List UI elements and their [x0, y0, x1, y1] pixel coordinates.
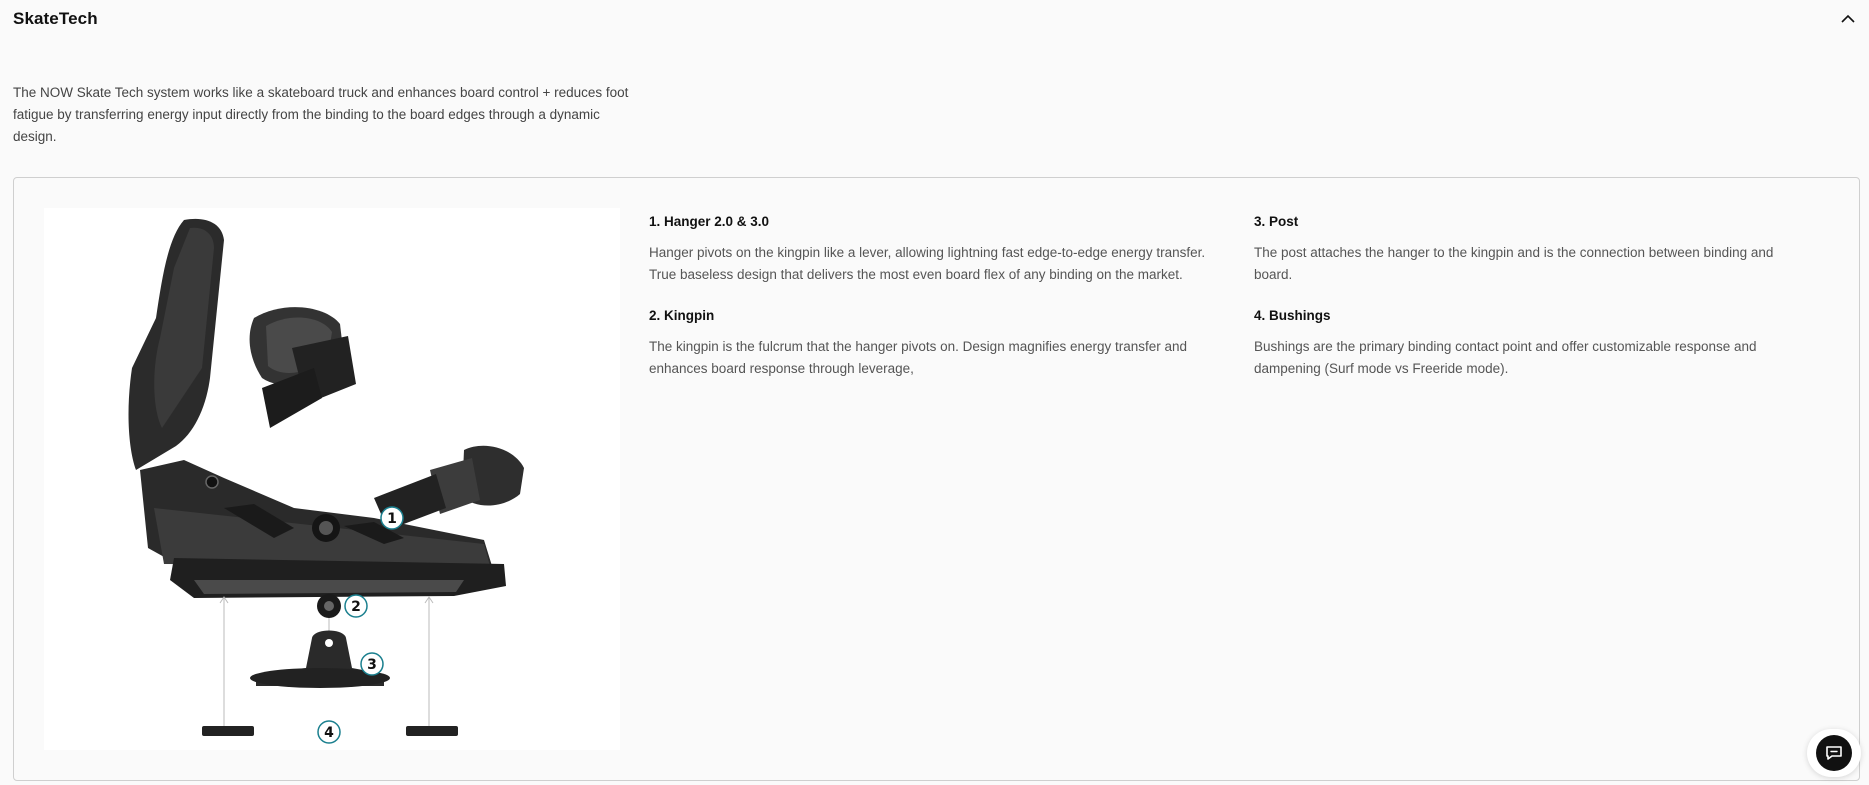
section-title: SkateTech — [13, 9, 98, 28]
binding-diagram-illustration: 1 2 3 4 — [128, 218, 524, 744]
skatetech-panel: 1 2 3 4 1. Hanger 2.0 & 3.0 Hanger pivot… — [13, 177, 1860, 781]
svg-text:4: 4 — [324, 725, 334, 741]
feature-hanger: 1. Hanger 2.0 & 3.0 Hanger pivots on the… — [649, 214, 1209, 286]
feature-column-right: 3. Post The post attaches the hanger to … — [1254, 208, 1814, 402]
feature-description: Bushings are the primary binding contact… — [1254, 339, 1757, 376]
feature-bushings: 4. Bushings Bushings are the primary bin… — [1254, 308, 1814, 380]
callout-1: 1 — [380, 506, 404, 530]
feature-title: 1. Hanger 2.0 & 3.0 — [649, 214, 770, 229]
feature-description: Hanger pivots on the kingpin like a leve… — [649, 245, 1206, 282]
intro-text: The NOW Skate Tech system works like a s… — [13, 85, 629, 144]
feature-post: 3. Post The post attaches the hanger to … — [1254, 214, 1814, 286]
feature-description: The kingpin is the fulcrum that the hang… — [649, 339, 1188, 376]
callout-3: 3 — [360, 652, 384, 676]
binding-diagram: 1 2 3 4 — [44, 208, 620, 750]
chat-widget-button[interactable] — [1807, 729, 1861, 777]
feature-column-left: 1. Hanger 2.0 & 3.0 Hanger pivots on the… — [649, 208, 1209, 402]
feature-title: 2. Kingpin — [649, 308, 715, 323]
chat-bubble-icon — [1816, 735, 1852, 771]
callout-2: 2 — [344, 594, 368, 618]
feature-title: 3. Post — [1254, 214, 1299, 229]
feature-kingpin: 2. Kingpin The kingpin is the fulcrum th… — [649, 308, 1209, 380]
feature-title: 4. Bushings — [1254, 308, 1331, 323]
feature-description: The post attaches the hanger to the king… — [1254, 245, 1774, 282]
svg-text:3: 3 — [367, 657, 377, 673]
callout-4: 4 — [317, 720, 341, 744]
chevron-up-icon[interactable] — [1837, 8, 1859, 30]
svg-text:1: 1 — [387, 511, 397, 527]
svg-text:2: 2 — [351, 599, 361, 615]
accordion-header[interactable]: SkateTech — [13, 0, 1859, 38]
